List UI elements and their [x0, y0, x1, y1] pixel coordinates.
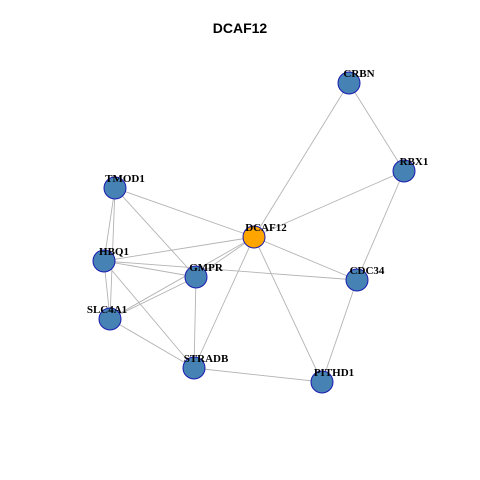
node-label-hbq1: HBQ1	[99, 246, 129, 258]
node-slc4a1[interactable]: SLC4A1	[87, 304, 127, 331]
edge-tmod1-gmpr	[114, 187, 197, 278]
edge-rbx1-dcaf12	[253, 170, 405, 238]
node-circle-slc4a1[interactable]	[98, 307, 122, 331]
node-hbq1[interactable]: HBQ1	[92, 246, 129, 273]
node-label-pithd1: PITHD1	[314, 367, 354, 379]
node-label-tmod1: TMOD1	[105, 173, 145, 185]
node-label-crbn: CRBN	[343, 68, 374, 80]
node-cdc34[interactable]: CDC34	[345, 265, 385, 292]
node-circle-gmpr[interactable]	[184, 265, 208, 289]
node-label-rbx1: RBX1	[400, 156, 429, 168]
node-pithd1[interactable]: PITHD1	[310, 367, 354, 394]
edge-dcaf12-cdc34	[253, 236, 358, 281]
node-circle-stradb[interactable]	[182, 356, 206, 380]
node-label-dcaf12: DCAF12	[245, 222, 287, 234]
edge-hbq1-dcaf12	[103, 236, 255, 262]
edge-dcaf12-slc4a1	[109, 236, 255, 320]
edge-dcaf12-pithd1	[253, 236, 323, 383]
node-circle-crbn[interactable]	[337, 71, 361, 95]
edge-crbn-rbx1	[348, 82, 405, 172]
edge-tmod1-dcaf12	[114, 187, 255, 238]
edge-crbn-dcaf12	[253, 82, 350, 238]
edge-gmpr-slc4a1	[109, 276, 197, 320]
node-label-gmpr: GMPR	[189, 262, 224, 274]
node-rbx1[interactable]: RBX1	[392, 156, 429, 183]
node-circle-dcaf12[interactable]	[242, 225, 266, 249]
node-circle-hbq1[interactable]	[92, 249, 116, 273]
node-circle-pithd1[interactable]	[310, 370, 334, 394]
node-circle-rbx1[interactable]	[392, 159, 416, 183]
diagram-title: DCAF12	[212, 20, 268, 36]
edge-gmpr-stradb	[193, 276, 197, 369]
node-gmpr[interactable]: GMPR	[184, 262, 224, 289]
node-dcaf12[interactable]: DCAF12	[242, 222, 287, 249]
edge-stradb-pithd1	[193, 367, 323, 383]
edge-tmod1-hbq1	[103, 187, 116, 262]
node-label-cdc34: CDC34	[350, 265, 385, 277]
edge-hbq1-gmpr	[103, 260, 197, 278]
node-label-slc4a1: SLC4A1	[87, 304, 127, 316]
node-crbn[interactable]: CRBN	[337, 68, 375, 95]
edge-cdc34-pithd1	[321, 279, 358, 383]
node-circle-cdc34[interactable]	[345, 268, 369, 292]
node-circle-tmod1[interactable]	[103, 176, 127, 200]
edge-rbx1-cdc34	[356, 170, 405, 281]
node-stradb[interactable]: STRADB	[182, 353, 229, 380]
edge-hbq1-stradb	[103, 260, 195, 369]
node-tmod1[interactable]: TMOD1	[103, 173, 145, 200]
edge-hbq1-cdc34	[103, 260, 358, 281]
edge-slc4a1-stradb	[109, 318, 195, 369]
node-label-stradb: STRADB	[184, 353, 229, 365]
edge-dcaf12-gmpr	[195, 236, 255, 278]
edge-dcaf12-stradb	[193, 236, 255, 369]
